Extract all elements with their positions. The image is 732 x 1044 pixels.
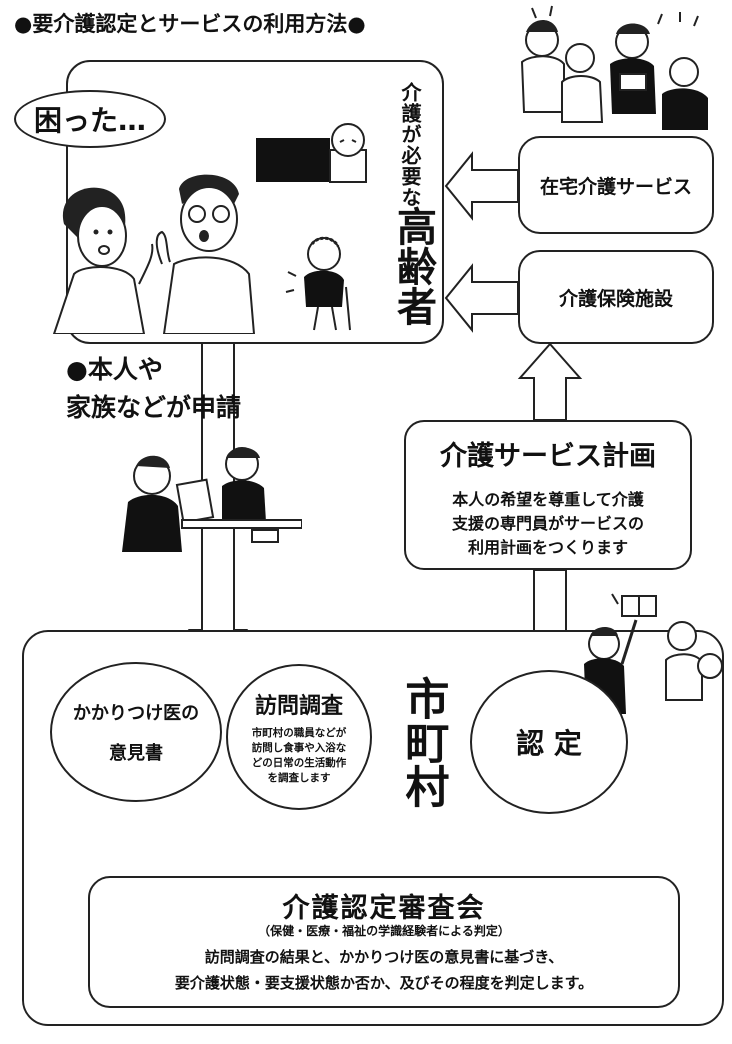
committee-line1: 訪問調査の結果と、かかりつけ医の意見書に基づき、 bbox=[204, 948, 564, 966]
family-caregivers-illustration bbox=[52, 174, 256, 334]
visit-survey-line4: を調査します bbox=[267, 772, 331, 785]
arrow-careplan-up bbox=[517, 342, 583, 421]
care-certification-committee-box bbox=[88, 876, 680, 1008]
page-title: ●要介護認定とサービスの利用方法● bbox=[14, 12, 366, 36]
care-plan-line2: 支援の専門員がサービスの bbox=[451, 514, 644, 533]
committee-subtitle: （保健・医療・福祉の学識経験者による判定） bbox=[258, 924, 510, 938]
elderly-with-cane-illustration bbox=[285, 236, 351, 331]
arrow-home-care-to-elderly bbox=[444, 151, 519, 221]
doctor-opinion-circle: かかりつけ医の 意見書 bbox=[50, 662, 222, 802]
care-insurance-facility-box: 介護保険施設 bbox=[518, 250, 714, 344]
visit-survey-line3: どの日常の生活動作 bbox=[251, 757, 347, 769]
certification-circle: 認 定 bbox=[470, 670, 628, 814]
care-staff-group-illustration bbox=[520, 5, 708, 130]
visit-survey-circle: 訪問調査 市町村の職員などが 訪問し食事や入浴な どの日常の生活動作 を調査しま… bbox=[226, 664, 372, 810]
committee-line2: 要介護状態・要支援状態か否か、及びその程度を判定します。 bbox=[174, 974, 594, 992]
committee-title: 介護認定審査会 bbox=[282, 893, 486, 924]
care-plan-line1: 本人の希望を尊重して介護 bbox=[452, 490, 644, 509]
home-care-service-box: 在宅介護サービス bbox=[518, 136, 714, 234]
care-insurance-facility-label: 介護保険施設 bbox=[558, 287, 673, 310]
application-desk-illustration bbox=[122, 447, 302, 552]
doctor-opinion-line1: かかりつけ医の bbox=[72, 703, 200, 724]
arrow-facility-to-elderly bbox=[444, 263, 519, 333]
care-service-plan-box bbox=[404, 420, 692, 570]
visit-survey-line1: 市町村の職員などが bbox=[251, 726, 347, 739]
care-plan-line3: 利用計画をつくります bbox=[467, 538, 628, 557]
elderly-label-small: 介護が必要な bbox=[398, 82, 422, 208]
troubled-speech-bubble: 困った… bbox=[14, 90, 166, 148]
elderly-label-big: 高齢者 bbox=[390, 206, 436, 326]
visit-survey-line2: 訪問し食事や入浴な bbox=[251, 741, 347, 754]
application-line1: ●本人や bbox=[66, 355, 163, 384]
visit-survey-title: 訪問調査 bbox=[254, 693, 343, 719]
home-care-service-label: 在宅介護サービス bbox=[539, 175, 692, 198]
bedridden-elderly-illustration bbox=[256, 123, 367, 183]
doctor-opinion-line2: 意見書 bbox=[109, 743, 163, 764]
municipality-label: 市町村 bbox=[397, 676, 449, 808]
care-plan-title: 介護サービス計画 bbox=[440, 441, 656, 472]
application-line2: 家族などが申請 bbox=[66, 393, 242, 422]
troubled-text: 困った… bbox=[33, 104, 146, 137]
certification-label: 認 定 bbox=[516, 727, 582, 760]
